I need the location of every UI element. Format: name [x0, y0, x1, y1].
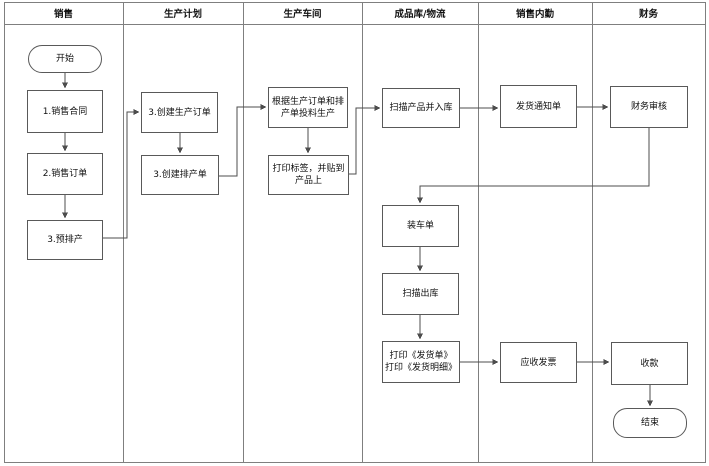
node-sales-contract: 1.销售合同 [27, 90, 103, 133]
lane-header-finance: 财务 [638, 9, 658, 20]
edge-pre-schedule-create-prod-order [103, 109, 140, 239]
node-create-prod-order: 3.创建生产订单 [141, 92, 218, 133]
lane-header-sales: 销售 [53, 9, 73, 20]
node-scan-out: 扫描出库 [382, 273, 459, 315]
lane-header-prod-plan: 生产计划 [163, 9, 202, 20]
flow-connectors [62, 73, 653, 407]
node-scan-in: 扫描产品并入库 [382, 88, 460, 128]
node-pre-schedule: 3.预排产 [27, 220, 103, 260]
node-print-delivery: 打印《发货单》 打印《发货明细》 [382, 341, 460, 383]
lane-header-sales-office: 销售内勤 [515, 9, 554, 20]
node-finance-audit: 财务审核 [610, 86, 688, 128]
node-loading-list: 装车单 [382, 205, 459, 247]
node-start: 开始 [28, 45, 102, 73]
node-receive-payment: 收款 [611, 342, 688, 385]
edge-print-label-scan-in [349, 105, 381, 175]
node-produce: 根据生产订单和排 产单投料生产 [268, 87, 348, 128]
edge-create-schedule-produce [219, 104, 267, 177]
node-print-label: 打印标签，并贴到 产品上 [268, 155, 349, 195]
lane-header-warehouse: 成品库/物流 [394, 9, 446, 20]
lane-grid [4, 2, 706, 463]
node-end: 结束 [613, 408, 687, 438]
node-ship-notice: 发货通知单 [500, 85, 577, 128]
lane-header-workshop: 生产车间 [283, 9, 322, 20]
edge-finance-audit-loading-list [417, 128, 650, 204]
node-receivable-invoice: 应收发票 [500, 342, 577, 383]
node-sales-order: 2.销售订单 [27, 153, 103, 195]
node-create-schedule: 3.创建排产单 [141, 155, 219, 195]
